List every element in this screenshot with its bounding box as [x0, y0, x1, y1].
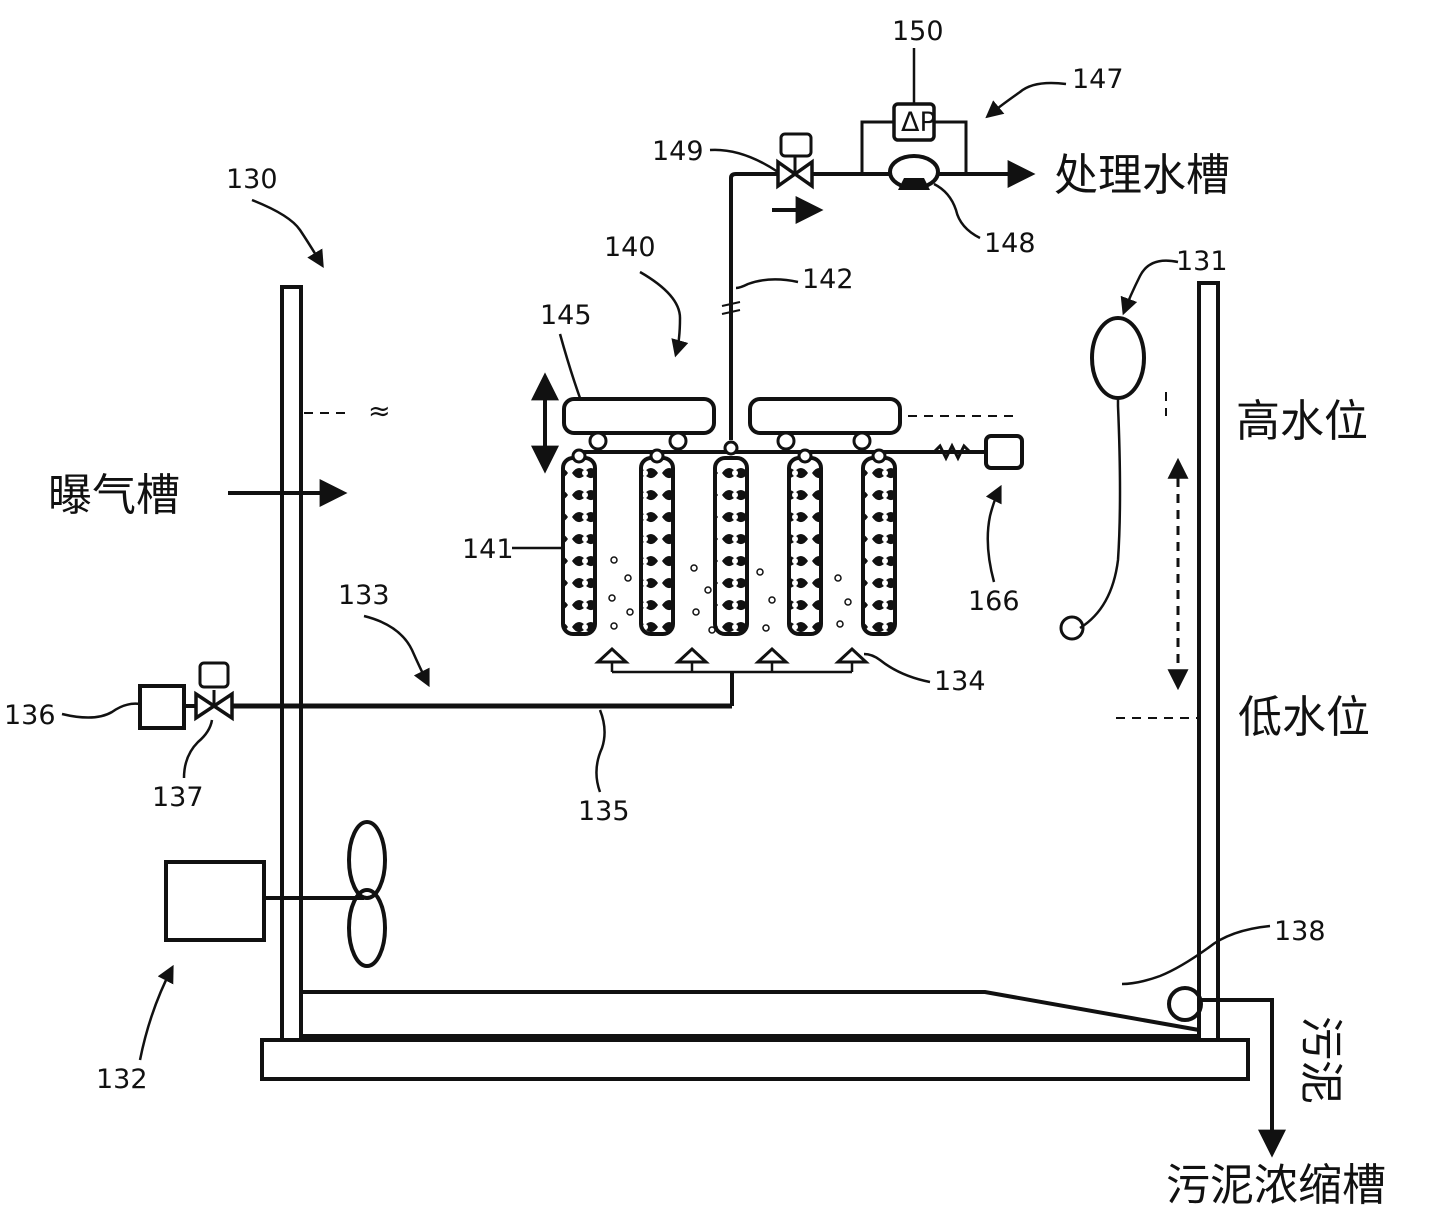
sludge-outlet: 138 污泥 污泥浓缩槽 [1121, 916, 1386, 1211]
ref-166: 166 [968, 484, 1020, 617]
svg-text:134: 134 [934, 666, 986, 697]
svg-text:147: 147 [1072, 64, 1124, 95]
hollow-fiber-bundle [713, 456, 749, 636]
ref-130: 130 [226, 164, 324, 269]
pressure-gauge-label: ΔP [901, 107, 936, 138]
svg-text:148: 148 [984, 228, 1036, 259]
svg-text:135: 135 [578, 796, 630, 827]
ref-135: 135 [578, 709, 630, 827]
air-bubbles [608, 556, 852, 634]
fiber-bundles-141 [561, 456, 897, 636]
ref-150: 150 [892, 16, 944, 104]
header-145-right [748, 397, 902, 435]
ref-148: 148 [933, 182, 1036, 259]
header-145-left [562, 397, 716, 435]
tank-structure [260, 281, 1250, 1081]
high-water-level-label: 高水位 [1236, 396, 1368, 447]
ref-147: 147 [985, 64, 1124, 119]
air-diffusers [594, 646, 870, 672]
aeration-tank-inlet: 曝气槽 ≈ [48, 396, 391, 521]
ref-149: 149 [652, 136, 779, 174]
level-sensor-131: 131 高水位 低水位 [1059, 246, 1370, 743]
svg-text:150: 150 [892, 16, 944, 47]
svg-text:137: 137 [152, 782, 204, 813]
svg-text:142: 142 [802, 264, 854, 295]
low-water-level-label: 低水位 [1238, 692, 1370, 743]
svg-text:133: 133 [338, 580, 390, 611]
ref-145: 145 [540, 300, 592, 399]
sludge-pump-138 [1167, 986, 1203, 1022]
hollow-fiber-bundle [861, 456, 897, 636]
float-weight [1059, 615, 1085, 641]
sensor-166 [984, 434, 1024, 470]
ref-136: 136 [4, 700, 141, 731]
hollow-fiber-bundle [561, 456, 597, 636]
mixer-132: 132 [96, 820, 387, 1095]
ref-134: 134 [863, 652, 986, 697]
mixer-impeller-blade [347, 820, 387, 900]
sloped-tank-bottom [301, 990, 1200, 1032]
svg-text:132: 132 [96, 1064, 148, 1095]
tank-base [260, 1038, 1250, 1081]
svg-text:130: 130 [226, 164, 278, 195]
treated-water-tank-label: 处理水槽 [1054, 150, 1230, 201]
sludge-label: 污泥 [1295, 1016, 1346, 1104]
svg-text:131: 131 [1176, 246, 1228, 277]
ref-137: 137 [152, 719, 214, 813]
svg-text:149: 149 [652, 136, 704, 167]
float-switch [1090, 316, 1146, 400]
hollow-fiber-bundle [639, 456, 675, 636]
aeration-tank-label: 曝气槽 [48, 470, 180, 521]
hollow-fiber-bundle [787, 456, 823, 636]
svg-text:141: 141 [462, 534, 514, 565]
left-tank-wall [280, 285, 303, 1042]
sludge-thickening-tank-label: 污泥浓缩槽 [1166, 1160, 1386, 1211]
right-tank-wall [1197, 281, 1220, 1042]
permeate-line: ΔP 处理水槽 [721, 102, 1230, 440]
mixer-impeller-blade [347, 888, 387, 968]
membrane-module-140 [531, 372, 1024, 636]
mixer-motor [164, 860, 266, 942]
svg-text:145: 145 [540, 300, 592, 331]
svg-text:166: 166 [968, 586, 1020, 617]
svg-text:≈: ≈ [368, 396, 391, 427]
air-supply-line [138, 556, 870, 730]
ref-141: 141 [462, 534, 562, 565]
svg-text:136: 136 [4, 700, 56, 731]
svg-text:138: 138 [1274, 916, 1326, 947]
ref-140: 140 [604, 232, 689, 358]
ref-142: 142 [735, 264, 854, 295]
blower-136 [138, 684, 186, 730]
ref-133: 133 [338, 580, 430, 688]
svg-text:140: 140 [604, 232, 656, 263]
